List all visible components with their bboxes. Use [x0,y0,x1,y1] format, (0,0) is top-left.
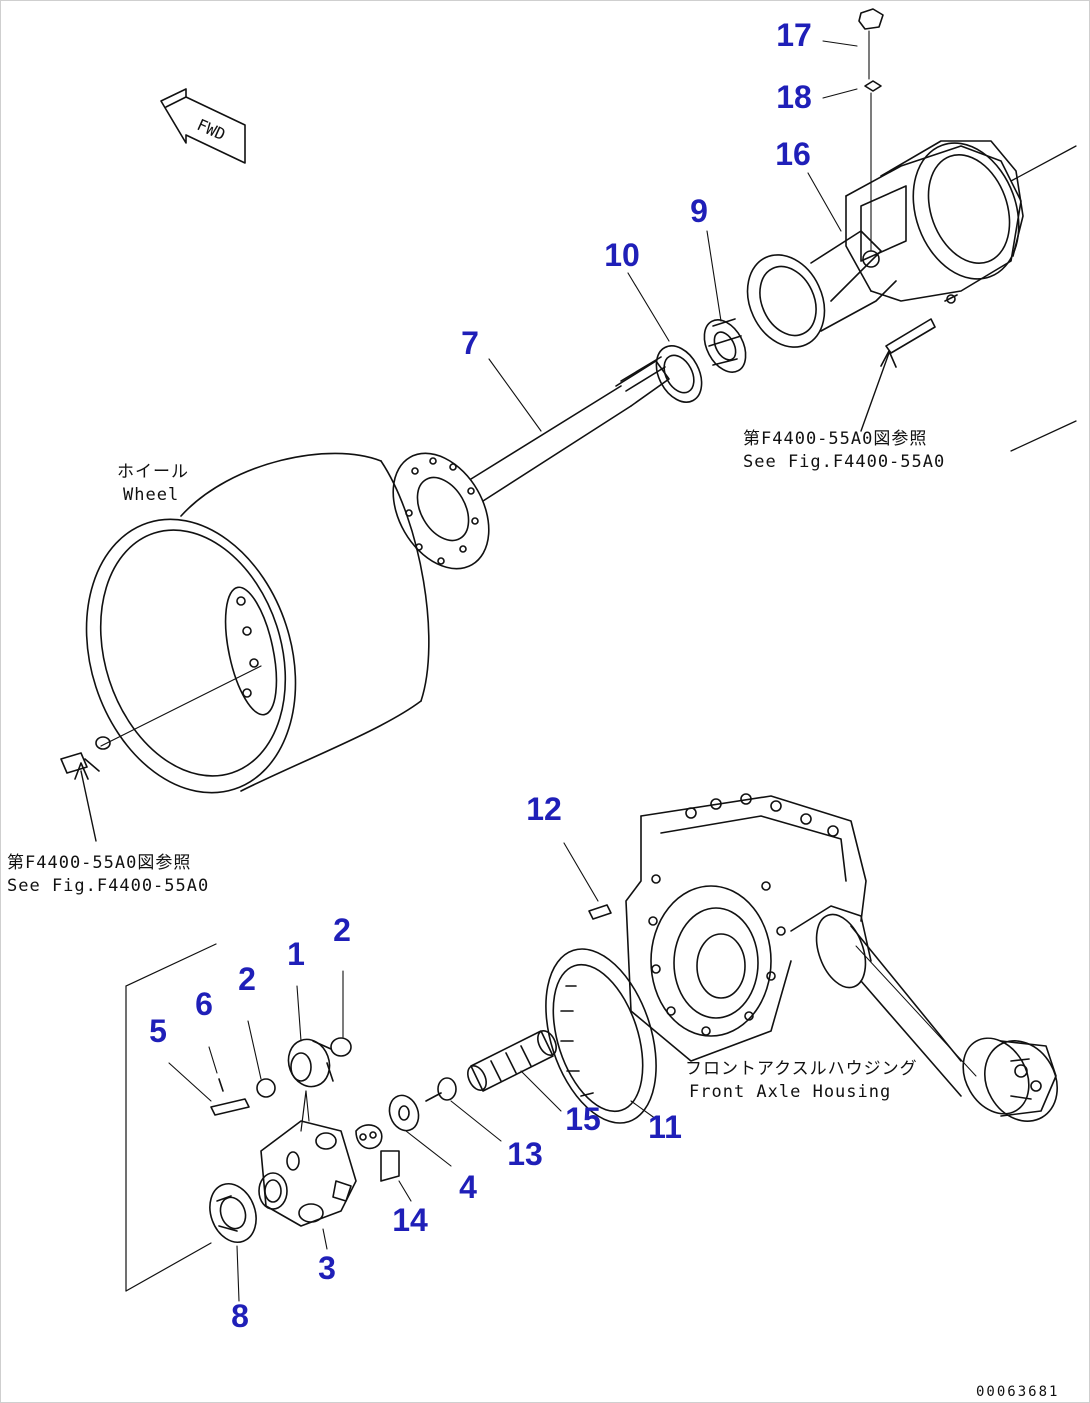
callout-4: 4 [459,1169,477,1205]
wheel-note-jp: ホイール [117,462,189,482]
callout-15: 15 [565,1101,601,1137]
see-fig-left-jp: 第F4400-55A0図参照 [7,853,192,873]
callout-11: 11 [648,1109,682,1145]
housing-note-jp: フロントアクスルハウジング [685,1059,918,1079]
plug-and-washer-drawing [822,8,884,252]
fwd-arrow-icon: FWD [160,88,246,164]
wheel-note-en: Wheel [123,485,180,505]
axle-housing-drawing [746,140,1077,452]
callout-8: 8 [231,1298,249,1334]
callout-17: 17 [776,17,812,53]
see-fig-top-en: See Fig.F4400-55A0 [743,452,946,472]
callout-7: 7 [461,325,479,361]
ring-gear-drawing [545,842,657,1124]
callout-9: 9 [690,193,708,229]
seal-and-bearing-drawing [655,318,747,403]
callout-2b: 2 [333,912,351,948]
see-fig-left-en: See Fig.F4400-55A0 [7,876,210,896]
top-leader-lines [488,172,842,432]
callout-3: 3 [318,1250,336,1286]
drawing-number: 00063681 [976,1384,1060,1400]
group-bracket [125,943,307,1292]
callout-16: 16 [775,136,811,172]
bearing-drawing [209,1183,257,1302]
callout-13: 13 [507,1136,543,1172]
callout-5: 5 [149,1013,167,1049]
callout-14: 14 [392,1202,428,1238]
callout-18: 18 [776,79,812,115]
wheel-drawing [60,452,430,842]
fwd-label: FWD [194,115,228,144]
callout-10: 10 [604,237,640,273]
callout-2a: 2 [238,961,256,997]
callout-6: 6 [195,986,213,1022]
sun-gear-drawing [355,1030,562,1202]
housing-note-en: Front Axle Housing [689,1082,892,1102]
axle-shaft-drawing [392,356,670,570]
callout-12: 12 [526,791,562,827]
planet-carrier-drawing [168,970,357,1250]
see-fig-top-jp: 第F4400-55A0図参照 [743,429,928,449]
callout-1: 1 [287,936,305,972]
